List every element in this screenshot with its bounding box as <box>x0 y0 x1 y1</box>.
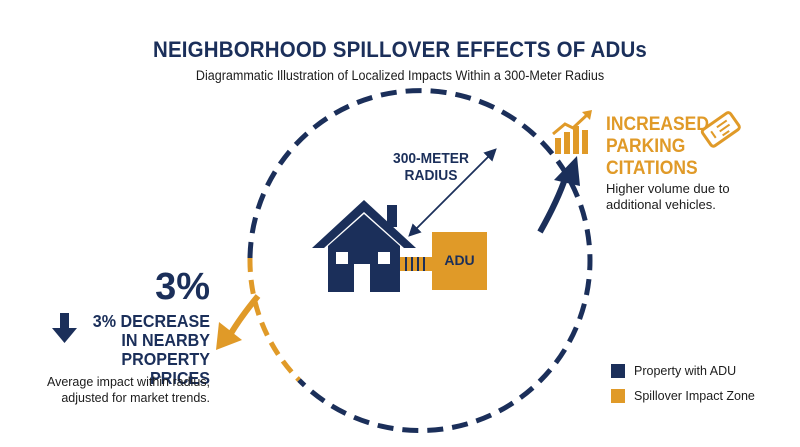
radius-arrow <box>408 148 497 237</box>
price-title-line1: 3% DECREASE <box>92 311 210 331</box>
page-title: NEIGHBORHOOD SPILLOVER EFFECTS OF ADUs <box>153 37 647 62</box>
legend-item-spillover: Spillover Impact Zone <box>611 389 755 403</box>
radius-label-line2: RADIUS <box>404 167 458 184</box>
down-arrow-icon <box>52 313 77 343</box>
house-adu-connector <box>400 257 432 271</box>
legend-label-spillover: Spillover Impact Zone <box>634 389 755 403</box>
price-desc-line1: Average impact within radius, <box>46 375 210 389</box>
radius-label-line1: 300-METER <box>393 150 469 167</box>
adu-label: ADU <box>444 252 475 268</box>
spillover-arc-orange <box>247 257 301 382</box>
legend-item-property: Property with ADU <box>611 364 736 378</box>
parking-desc-line1: Higher volume due to <box>606 181 730 196</box>
parking-arrow <box>537 175 569 234</box>
price-arrow-head <box>216 322 242 350</box>
bar-chart-up-icon <box>552 110 592 154</box>
parking-description: Higher volume due to additional vehicles… <box>606 181 746 213</box>
parking-title-line3: CITATIONS <box>606 158 698 179</box>
price-description: Average impact within radius, adjusted f… <box>20 374 210 406</box>
radius-circle-navy <box>247 88 593 434</box>
price-percent: 3% <box>155 266 210 308</box>
legend-swatch-navy <box>611 364 625 378</box>
legend-swatch-orange <box>611 389 625 403</box>
ticket-icon <box>700 111 741 148</box>
price-title-line3: PROPERTY PRICES <box>121 349 210 388</box>
house-icon <box>312 200 416 292</box>
price-title: 3% DECREASE IN NEARBY PROPERTY PRICES <box>81 312 210 388</box>
parking-arrow-head <box>554 156 580 186</box>
page-subtitle: Diagrammatic Illustration of Localized I… <box>195 68 605 83</box>
price-title-line2: IN NEARBY <box>121 330 210 350</box>
adu-box <box>432 232 487 290</box>
price-desc-line2: adjusted for market trends. <box>61 391 210 405</box>
radius-label: 300-METER RADIUS <box>380 150 481 184</box>
parking-title-line2: PARKING <box>606 136 686 157</box>
parking-desc-line2: additional vehicles. <box>606 197 716 212</box>
price-arrow <box>227 294 261 337</box>
parking-title-line1: INCREASED <box>606 114 709 135</box>
legend-label-property: Property with ADU <box>634 364 737 378</box>
parking-title: INCREASED PARKING CITATIONS <box>606 114 709 180</box>
